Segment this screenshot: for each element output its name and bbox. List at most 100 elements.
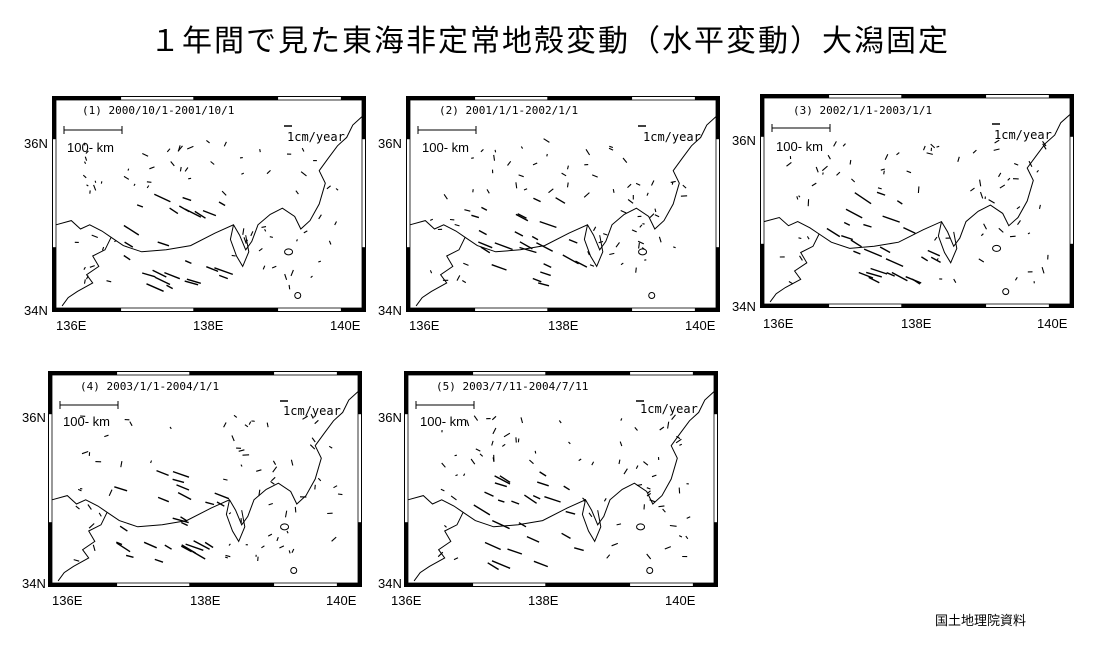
map-frame <box>52 96 366 312</box>
coastline <box>110 116 363 253</box>
displacement-vector <box>877 187 882 190</box>
map-area-outline <box>55 99 363 309</box>
displacement-vector <box>1036 169 1039 173</box>
frame-tick-top <box>336 371 362 375</box>
displacement-vector <box>538 282 550 287</box>
displacement-vector <box>221 190 227 196</box>
lon-label-138e: 138E <box>528 593 559 608</box>
displacement-vector <box>142 272 156 278</box>
coastline <box>55 220 112 307</box>
displacement-vector <box>911 278 921 285</box>
frame-tick-bottom <box>52 308 122 312</box>
displacement-vector <box>82 174 87 179</box>
displacement-vector <box>129 421 133 427</box>
displacement-vector <box>1027 232 1031 235</box>
frame-tick-bottom <box>760 304 830 308</box>
displacement-vector <box>603 498 607 502</box>
page-title: １年間で見た東海非定常地殻変動（水平変動）大潟固定 <box>150 24 950 59</box>
map-panel-3 <box>760 94 1074 308</box>
displacement-vector <box>651 180 655 186</box>
frame-outline <box>52 96 366 312</box>
displacement-vector <box>998 227 1004 233</box>
displacement-vector <box>264 228 267 232</box>
displacement-vector <box>849 159 852 165</box>
displacement-vector <box>646 492 652 497</box>
displacement-vector <box>507 160 512 166</box>
displacement-vector <box>92 544 96 552</box>
island-outline <box>280 523 290 531</box>
displacement-vector <box>523 188 528 191</box>
coastline <box>583 224 604 268</box>
lon-label-136e: 136E <box>763 316 794 331</box>
displacement-vector <box>850 239 862 248</box>
displacement-vector <box>851 178 856 183</box>
displacement-vector <box>300 171 307 177</box>
displacement-vector <box>88 523 95 529</box>
displacement-vector <box>154 193 171 203</box>
displacement-vector <box>269 236 274 238</box>
displacement-vector <box>271 476 276 482</box>
displacement-vector <box>250 231 254 237</box>
displacement-vector <box>811 182 817 187</box>
displacement-vector <box>184 208 202 218</box>
displacement-vector <box>822 172 824 175</box>
displacement-vector <box>970 187 975 192</box>
period-label: (4) 2003/1/1-2004/1/1 <box>80 380 220 393</box>
displacement-vector <box>85 150 89 154</box>
displacement-vector <box>301 147 305 152</box>
displacement-vector <box>266 422 269 428</box>
displacement-vector <box>279 545 285 549</box>
displacement-vector <box>608 147 614 151</box>
displacement-vector <box>441 462 446 468</box>
frame-tick-right <box>362 96 366 140</box>
frame-tick-bottom <box>193 308 279 312</box>
displacement-vector <box>296 239 298 242</box>
displacement-vector <box>568 238 578 244</box>
displacement-vector <box>154 558 164 563</box>
scale-bar <box>59 401 119 409</box>
displacement-vector <box>184 167 189 172</box>
displacement-vector <box>1038 204 1041 210</box>
displacement-vector <box>616 523 622 526</box>
displacement-vector <box>311 437 316 443</box>
displacement-vector <box>883 170 885 175</box>
displacement-vector <box>288 550 291 554</box>
displacement-vector <box>979 191 984 199</box>
displacement-vector <box>475 448 481 452</box>
displacement-vector <box>114 239 117 243</box>
map-area-outline <box>409 99 717 309</box>
displacement-vector <box>231 435 235 442</box>
displacement-vector <box>214 492 230 500</box>
displacement-vector <box>210 161 215 165</box>
displacement-vector <box>646 192 649 196</box>
frame-tick-top <box>1048 94 1074 98</box>
displacement-vector <box>494 475 511 485</box>
displacement-vector <box>491 415 497 421</box>
map-frame <box>404 371 718 587</box>
displacement-vector <box>270 480 275 485</box>
lon-label-136e: 136E <box>56 318 87 333</box>
displacement-vector <box>988 199 995 204</box>
coastline <box>51 495 108 582</box>
displacement-vector <box>1028 160 1033 168</box>
frame-tick-top <box>545 371 631 375</box>
displacement-vector <box>641 247 645 250</box>
displacement-vector <box>202 209 217 217</box>
displacement-vector <box>480 149 484 153</box>
island-outline <box>646 567 654 575</box>
displacement-vector <box>172 478 185 484</box>
displacement-vector <box>123 175 130 180</box>
frame-tick-bottom <box>340 308 366 312</box>
scale-bar <box>417 126 477 134</box>
displacement-vector <box>243 237 247 244</box>
displacement-vector <box>662 508 666 513</box>
displacement-vector <box>176 484 190 491</box>
displacement-vector <box>606 554 611 559</box>
displacement-vector <box>481 206 488 211</box>
displacement-vector <box>303 230 308 234</box>
displacement-vector <box>455 474 458 477</box>
displacement-vector <box>555 197 566 204</box>
frame-tick-left <box>760 243 764 308</box>
frame-tick-top <box>340 96 366 100</box>
displacement-vector <box>863 223 872 228</box>
